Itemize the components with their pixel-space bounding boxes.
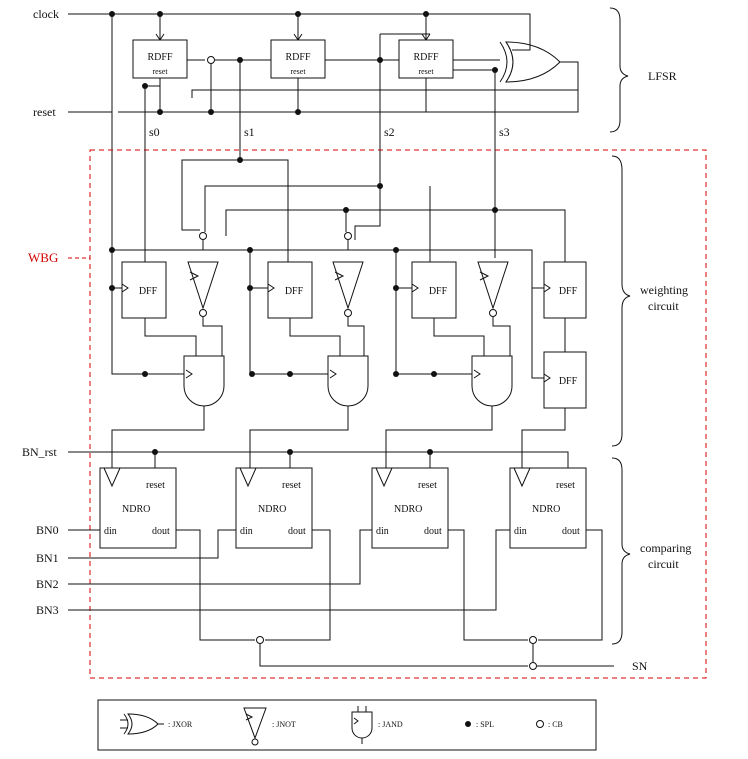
jnot-1: [332, 261, 364, 310]
ndro-0: [99, 467, 177, 549]
dff-0: [121, 261, 167, 319]
dff-1-label: DFF: [285, 286, 304, 297]
comparing-brace: [611, 457, 631, 645]
lfsr-brace-label: LFSR: [648, 69, 677, 83]
ndro-1-dout: dout: [288, 526, 306, 537]
jand-1: [327, 355, 369, 407]
bn1-label: BN1: [36, 551, 59, 565]
ndro-1: [235, 467, 313, 549]
wbg-box: [89, 149, 707, 679]
jand-0: [183, 355, 225, 407]
weighting-brace-line1: weighting: [640, 283, 688, 297]
legend-cb: : CB: [548, 720, 563, 729]
ndro-0-reset: reset: [146, 480, 165, 491]
wbg-label: WBG: [28, 250, 58, 265]
rdff-2-reset: reset: [418, 67, 434, 76]
ndro-3-dout: dout: [562, 526, 580, 537]
bn0-label: BN0: [36, 523, 59, 537]
ndro-2-din: din: [376, 526, 389, 537]
rdff-1: [270, 39, 326, 79]
legend-spl-icon: [465, 721, 471, 727]
legend-and-icon: [351, 706, 373, 744]
lfsr-section: RDFF reset RDFF reset RDFF reset: [33, 7, 677, 258]
bn3-label: BN3: [36, 603, 59, 617]
legend-jand: : JAND: [378, 720, 403, 729]
s0-label: s0: [149, 125, 160, 139]
ndro-1-din: din: [240, 526, 253, 537]
lfsr-brace: [609, 7, 629, 133]
legend-xor-icon: [120, 713, 164, 735]
rdff-1-reset: reset: [290, 67, 306, 76]
legend-spl: : SPL: [476, 720, 494, 729]
jnot-2: [477, 261, 509, 310]
ndro-3-reset: reset: [556, 480, 575, 491]
dff-4-label: DFF: [559, 376, 578, 387]
comparing-brace-line1: comparing: [640, 541, 691, 555]
rdff-0-label: RDFF: [147, 52, 172, 63]
ndro-0-din: din: [104, 526, 117, 537]
xor-gate: [499, 41, 561, 83]
ndro-2: [371, 467, 449, 549]
ndro-3: [509, 467, 587, 549]
legend-cb-icon: [536, 720, 544, 728]
ndro-2-dout: dout: [424, 526, 442, 537]
legend-jxor: : JXOR: [168, 720, 193, 729]
dff-1: [267, 261, 313, 319]
dff-2: [411, 261, 457, 319]
weighting-section: DFF DFF DFF DFF DFF: [109, 150, 688, 468]
ndro-2-reset: reset: [418, 480, 437, 491]
clock-label: clock: [33, 7, 59, 21]
jnot-0: [187, 261, 219, 310]
ndro-1-reset: reset: [282, 480, 301, 491]
comparing-section: reset reset reset reset NDRO NDRO NDRO N…: [22, 445, 691, 673]
comparing-brace-line2: circuit: [648, 557, 679, 571]
bn-rst-label: BN_rst: [22, 445, 57, 459]
legend: : JXOR : JNOT : JAND : SPL : CB: [97, 699, 597, 751]
dff-3: [543, 261, 587, 319]
bn2-label: BN2: [36, 577, 59, 591]
rdff-0: [132, 39, 188, 79]
ndro-0-label: NDRO: [122, 504, 150, 515]
sn-label: SN: [632, 659, 648, 673]
dff-3-label: DFF: [559, 286, 578, 297]
dff-2-label: DFF: [429, 286, 448, 297]
ndro-3-din: din: [514, 526, 527, 537]
legend-jnot: : JNOT: [272, 720, 296, 729]
weighting-brace-line2: circuit: [648, 299, 679, 313]
rdff-0-reset: reset: [152, 67, 168, 76]
rdff-1-label: RDFF: [285, 52, 310, 63]
ndro-3-label: NDRO: [532, 504, 560, 515]
s1-label: s1: [244, 125, 255, 139]
jand-2: [471, 355, 513, 407]
ndro-1-label: NDRO: [258, 504, 286, 515]
reset-label: reset: [33, 105, 56, 119]
rdff-2-label: RDFF: [413, 52, 438, 63]
dff-0-label: DFF: [139, 286, 158, 297]
dff-4: [543, 351, 587, 409]
s2-label: s2: [384, 125, 395, 139]
s3-label: s3: [499, 125, 510, 139]
legend-not-icon: [243, 707, 267, 746]
ndro-2-label: NDRO: [394, 504, 422, 515]
ndro-0-dout: dout: [152, 526, 170, 537]
weighting-brace: [611, 155, 631, 447]
